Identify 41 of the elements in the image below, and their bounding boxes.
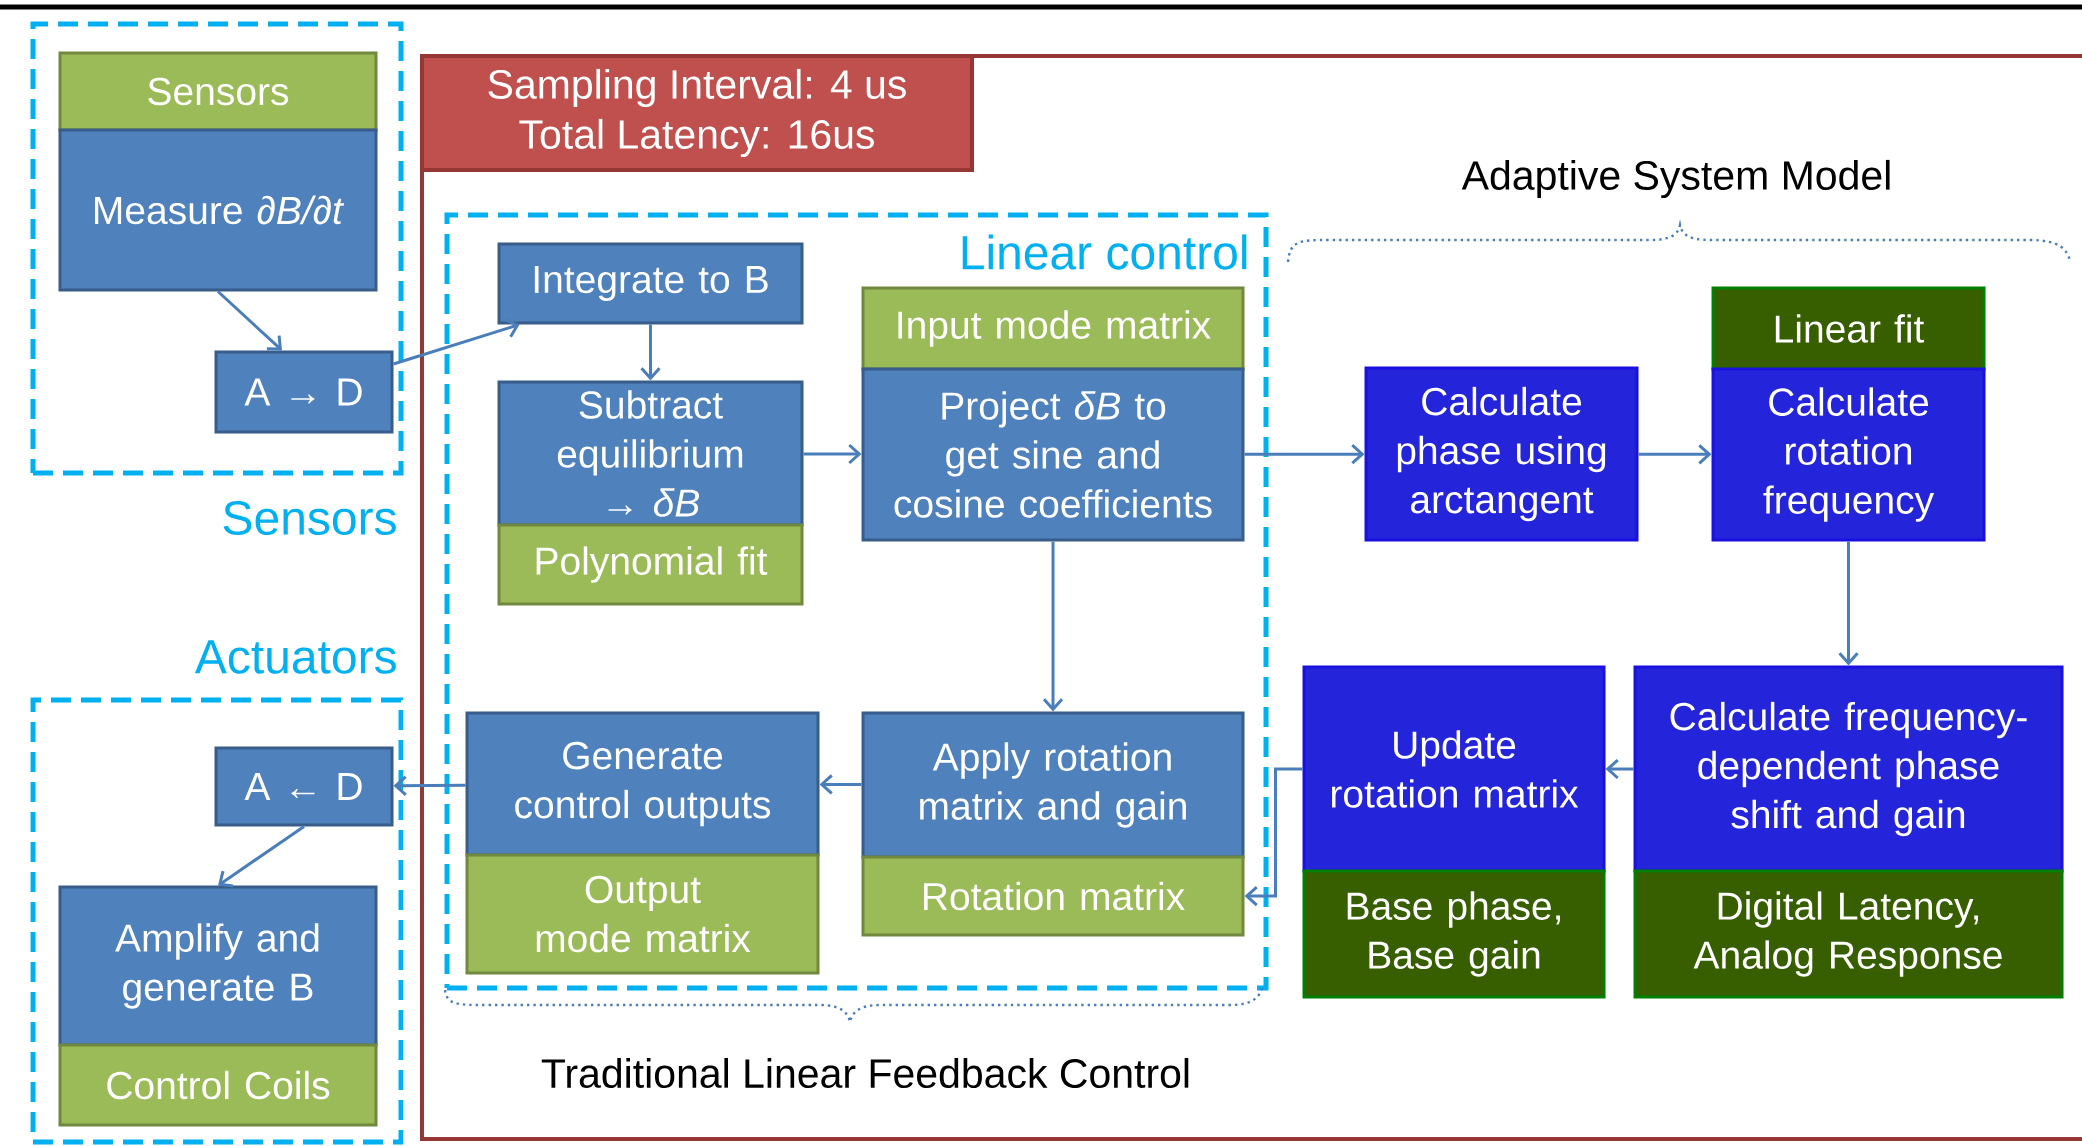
group-label: Linear control (962, 234, 1247, 270)
process-box: Amplify and generate B (58, 885, 378, 1047)
process-box: Generate control outputs (465, 711, 820, 857)
brace-label: Traditional Linear Feedback Control (541, 1057, 1189, 1089)
arrow (1244, 444, 1365, 465)
parameter-box: Linear fit (1711, 286, 1986, 371)
process-box: A → D (214, 350, 394, 434)
parameter-box: Output mode matrix (465, 853, 820, 975)
arrow (1042, 541, 1064, 712)
parameter-box: Polynomial fit (497, 523, 804, 606)
parameter-box: Sensors (58, 51, 378, 132)
process-box: Measure ∂B/∂t (58, 128, 378, 292)
process-box: Calculate frequency-dependent phase shift and gain (1633, 665, 2064, 873)
brace-label: Adaptive System Model (1461, 159, 1890, 199)
parameter-box: Rotation matrix (861, 855, 1245, 937)
arrow (1244, 767, 1303, 907)
parameter-box: Control Coils (58, 1043, 378, 1127)
process-box: Calculate phase using arctangent (1364, 366, 1639, 542)
arrow (393, 318, 520, 366)
arrow (1605, 758, 1634, 780)
process-box: Apply rotation matrix and gain (861, 711, 1245, 859)
arrow (218, 825, 305, 888)
parameter-box: Base phase, Base gain (1302, 869, 1606, 999)
arrow (393, 775, 466, 796)
process-box: Project δB to get sine and cosine coefficients (861, 367, 1245, 542)
group-label: Actuators (194, 640, 396, 674)
group-label: Sensors (223, 501, 396, 535)
process-box: Update rotation matrix (1302, 665, 1606, 873)
process-box: Integrate to B (497, 242, 804, 325)
arrow (640, 324, 661, 381)
arrow (1638, 444, 1712, 465)
arrow (217, 290, 282, 351)
latency-banner: Sampling Interval: 4 us Total Latency: 16us (420, 54, 974, 172)
process-box: A ← D (214, 746, 394, 827)
process-box: Subtract equilibrium → δB (497, 380, 804, 527)
parameter-box: Input mode matrix (861, 286, 1245, 371)
arrow (803, 443, 862, 465)
arrow (1838, 541, 1859, 666)
parameter-box: Digital Latency, Analog Response (1633, 869, 2064, 999)
arrow (819, 774, 862, 795)
process-box: Calculate rotation frequency (1711, 367, 1986, 542)
